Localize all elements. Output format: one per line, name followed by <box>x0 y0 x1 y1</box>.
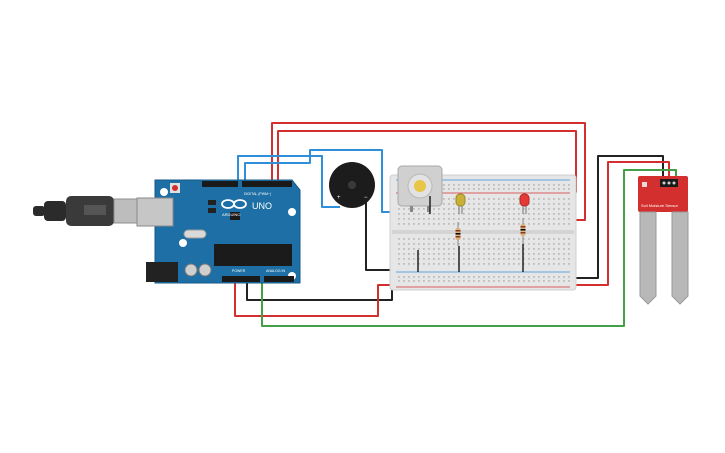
arduino-logo-icon <box>221 199 247 209</box>
dc-power-jack <box>146 262 178 282</box>
power-header[interactable] <box>222 276 260 282</box>
digital-header-label: DIGITAL (PWM~) <box>244 192 271 196</box>
digital-header-left[interactable] <box>202 181 238 187</box>
usb-port <box>136 197 174 227</box>
microcontroller-chip <box>214 244 292 266</box>
sensor-label: Soil Moisture Sensor <box>641 203 679 208</box>
green-wire-sensor-signal[interactable] <box>261 169 677 327</box>
analog-label: ANALOG IN <box>266 269 286 273</box>
blue-wire-to-buzzer[interactable] <box>237 155 340 208</box>
piezo-buzzer[interactable]: + − <box>329 162 375 208</box>
breadboard-jumpers <box>417 196 524 272</box>
buzzer-plus-label: + <box>337 195 341 201</box>
buzzer-minus-label: − <box>364 195 368 201</box>
arduino-uno-board[interactable]: UNO ARDUINO DIGITAL (PWM~) POWER ANALOG … <box>136 179 301 284</box>
blue-wire-to-motor[interactable] <box>244 149 428 213</box>
dc-motor[interactable] <box>397 165 443 212</box>
soil-moisture-sensor[interactable]: Soil Moisture Sensor <box>638 176 689 305</box>
digital-header-right[interactable] <box>242 181 292 187</box>
resistor-2[interactable] <box>520 218 526 244</box>
black-wire-sensor-gnd[interactable] <box>572 155 664 279</box>
power-label: POWER <box>232 269 246 273</box>
red-led[interactable] <box>519 193 530 214</box>
red-wire-sensor-vcc[interactable] <box>572 161 670 286</box>
analog-header[interactable] <box>264 276 294 282</box>
yellow-led[interactable] <box>455 193 466 214</box>
arduino-brand-text: ARDUINO <box>222 212 240 217</box>
usb-cable[interactable] <box>33 196 139 226</box>
red-wire-arduino-5v[interactable] <box>234 283 410 317</box>
resistor-1[interactable] <box>455 222 461 246</box>
arduino-uno-text: UNO <box>252 201 272 211</box>
